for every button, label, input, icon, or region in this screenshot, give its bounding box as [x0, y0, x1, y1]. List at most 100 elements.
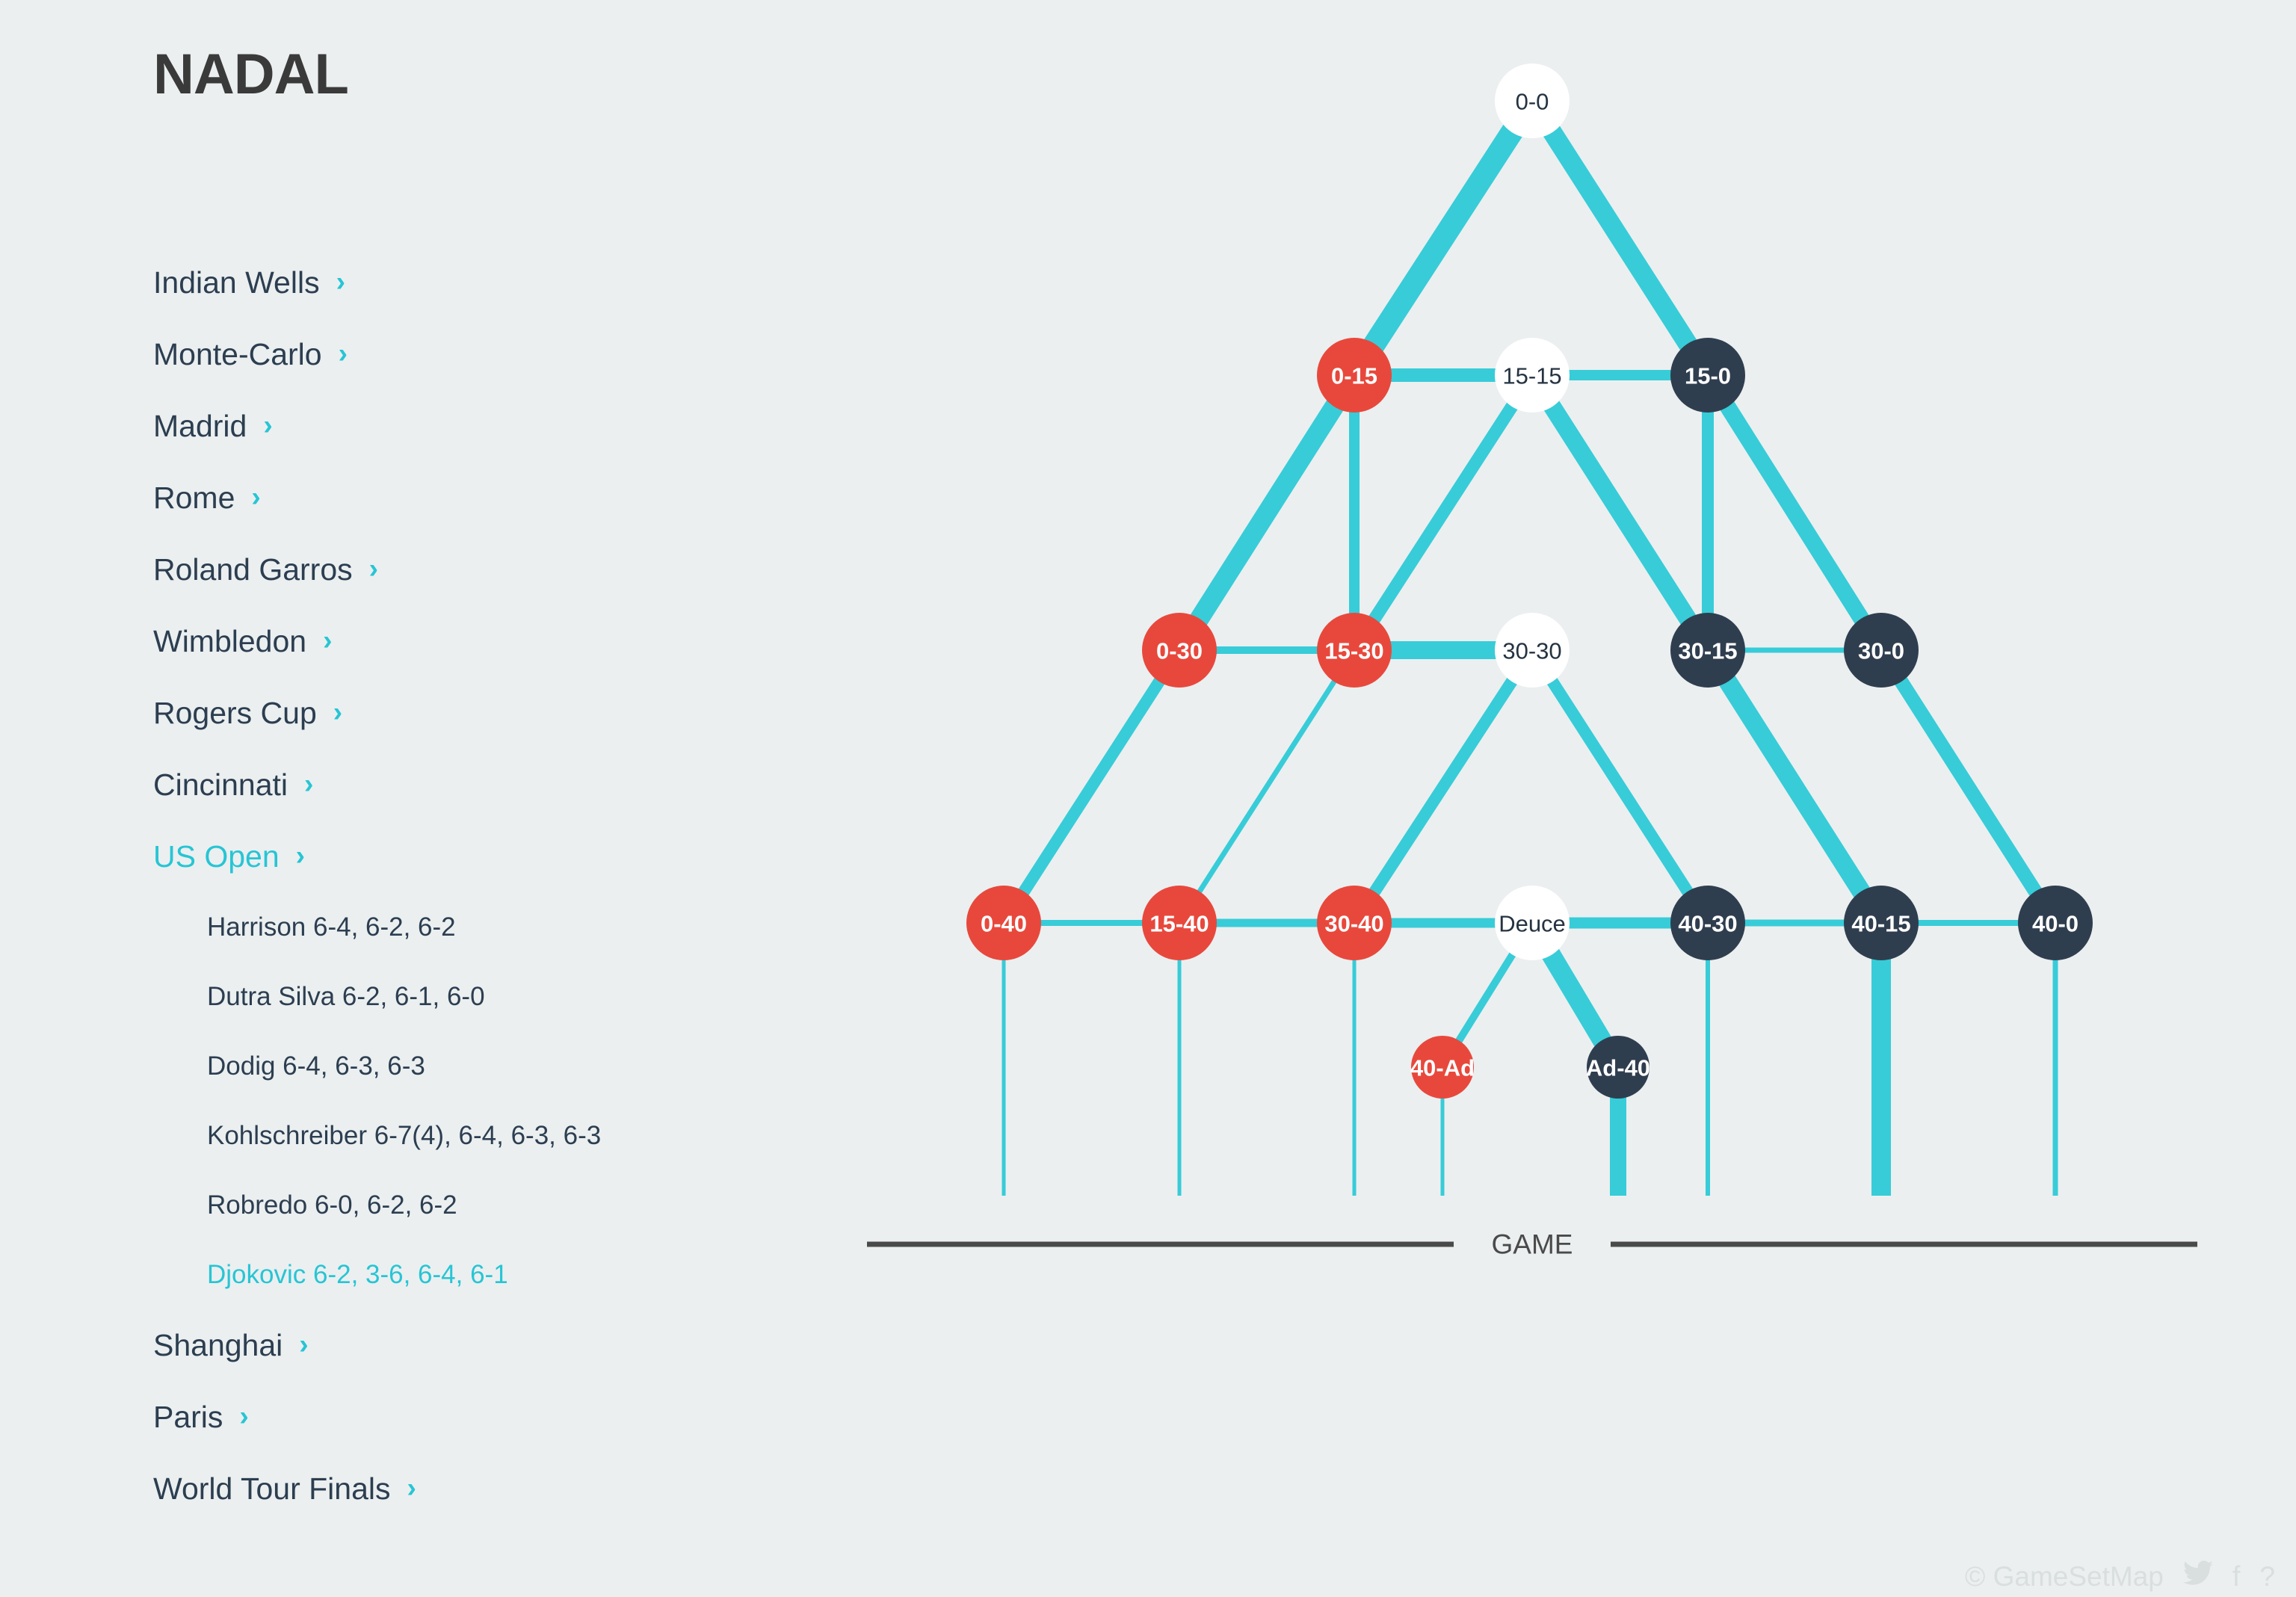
- flow-edge: [1700, 645, 1889, 928]
- flow-edge: [1700, 371, 1889, 655]
- flow-edge: [1524, 370, 1716, 655]
- score-node-circle: [966, 886, 1041, 960]
- nav-item-label: Monte-Carlo: [153, 336, 322, 371]
- facebook-icon[interactable]: f: [2232, 1560, 2241, 1593]
- nav-item-roland-garros[interactable]: Roland Garros ›: [153, 534, 826, 605]
- nav-item-label: Rogers Cup: [153, 695, 317, 730]
- nav-item-label: World Tour Finals: [153, 1471, 391, 1506]
- score-node-circle: [1317, 886, 1392, 960]
- score-node-circle: [1670, 886, 1745, 960]
- node-layer: 0-0 0-15 15-15 15-0 0-30 15-30 30-30 30-15 30-0 0…: [966, 64, 2093, 1099]
- chevron-right-icon: ›: [407, 1471, 416, 1503]
- nav-item-wimbledon[interactable]: Wimbledon ›: [153, 605, 826, 677]
- nav-item-paris[interactable]: Paris›: [153, 1381, 826, 1453]
- twitter-bird-glyph: [2182, 1560, 2213, 1585]
- score-node-circle: [1142, 886, 1217, 960]
- match-item[interactable]: Harrison 6-4, 6-2, 6-2: [207, 912, 456, 942]
- score-node-0-30[interactable]: 0-30: [1142, 613, 1217, 688]
- score-node-30-0[interactable]: 30-0: [1844, 613, 1919, 688]
- score-node-circle: [1495, 338, 1570, 413]
- sidebar: NADAL Indian Wells›Monte-Carlo›Madrid›Ro…: [0, 0, 860, 1597]
- score-node-40-ad[interactable]: 40-Ad: [1410, 1036, 1475, 1099]
- score-node-circle: [1670, 338, 1745, 413]
- score-node-circle: [1495, 64, 1570, 138]
- score-node-circle: [1495, 613, 1570, 688]
- score-node-15-30[interactable]: 15-30: [1317, 613, 1392, 688]
- score-node-circle: [1495, 886, 1570, 960]
- nav-item-us-open[interactable]: US Open ›: [153, 821, 826, 892]
- score-node-0-0[interactable]: 0-0: [1495, 64, 1570, 138]
- chevron-right-icon: ›: [299, 1328, 309, 1359]
- nav-item-cincinnati[interactable]: Cincinnati ›: [153, 749, 826, 821]
- score-node-30-15[interactable]: 30-15: [1670, 613, 1745, 688]
- help-icon[interactable]: ?: [2259, 1560, 2275, 1592]
- chevron-right-icon: ›: [368, 552, 378, 584]
- score-node-0-15[interactable]: 0-15: [1317, 338, 1392, 413]
- score-node-0-40[interactable]: 0-40: [966, 886, 1041, 960]
- flow-edge: [1348, 371, 1538, 654]
- score-node-deuce[interactable]: Deuce: [1495, 886, 1570, 960]
- score-node-circle: [1411, 1036, 1474, 1099]
- match-item[interactable]: Djokovic 6-2, 3-6, 6-4, 6-1: [207, 1259, 508, 1289]
- game-drop-layer: [1002, 923, 2058, 1196]
- chevron-right-icon: ›: [336, 265, 345, 297]
- nav-item-indian-wells[interactable]: Indian Wells ›: [153, 247, 826, 318]
- chevron-right-icon: ›: [263, 409, 273, 440]
- chevron-right-icon: ›: [338, 337, 348, 368]
- score-node-15-15[interactable]: 15-15: [1495, 338, 1570, 413]
- flow-edge: [1177, 649, 1357, 924]
- nav-item-label: Madrid: [153, 408, 247, 443]
- game-axis-label: GAME: [1492, 1229, 1573, 1260]
- nav-item-rome[interactable]: Rome ›: [153, 462, 826, 534]
- nav-item-madrid[interactable]: Madrid ›: [153, 390, 826, 462]
- nav-item-rogers-cup[interactable]: Rogers Cup ›: [153, 677, 826, 749]
- flow-edge: [999, 646, 1185, 927]
- game-flow-diagram: GAME 0-0 0-15 15-15 15-0 0-30 15-30 30-30 30-15…: [860, 0, 2296, 1597]
- score-node-40-0[interactable]: 40-0: [2018, 886, 2093, 960]
- score-node-15-40[interactable]: 15-40: [1142, 886, 1217, 960]
- match-item[interactable]: Dodig 6-4, 6-3, 6-3: [207, 1051, 425, 1081]
- copyright-label: © GameSetMap: [1965, 1560, 2164, 1592]
- tournament-nav: Indian Wells›Monte-Carlo›Madrid›Rome›Rol…: [153, 247, 826, 1525]
- chevron-right-icon: ›: [251, 481, 261, 512]
- score-node-40-15[interactable]: 40-15: [1844, 886, 1919, 960]
- flow-edge: [1524, 95, 1716, 381]
- flow-edge: [1345, 94, 1542, 382]
- twitter-icon[interactable]: [2182, 1560, 2213, 1593]
- score-node-30-40[interactable]: 30-40: [1317, 886, 1392, 960]
- nav-item-world-tour-finals[interactable]: World Tour Finals ›: [153, 1453, 826, 1525]
- nav-item-shanghai[interactable]: Shanghai›: [153, 1309, 826, 1381]
- nav-item-label: Paris: [153, 1399, 223, 1434]
- chevron-right-icon: ›: [333, 696, 343, 727]
- nav-item-label: Cincinnati: [153, 767, 288, 802]
- chevron-right-icon: ›: [323, 624, 333, 655]
- match-item[interactable]: Dutra Silva 6-2, 6-1, 6-0: [207, 981, 485, 1011]
- flow-edge: [1527, 646, 1713, 927]
- score-node-circle: [1670, 613, 1745, 688]
- flow-edge: [1874, 646, 2062, 927]
- nav-item-label: Rome: [153, 480, 235, 515]
- nav-item-label: US Open: [153, 838, 280, 874]
- nav-item-label: Roland Garros: [153, 552, 353, 587]
- nav-item-label: Wimbledon: [153, 623, 307, 658]
- game-line-layer: GAME: [867, 1229, 2197, 1260]
- match-item[interactable]: Kohlschreiber 6-7(4), 6-4, 6-3, 6-3: [207, 1120, 602, 1150]
- flow-edge: [1171, 370, 1363, 655]
- score-node-15-0[interactable]: 15-0: [1670, 338, 1745, 413]
- score-node-circle: [1317, 613, 1392, 688]
- score-node-circle: [1844, 613, 1919, 688]
- score-node-30-30[interactable]: 30-30: [1495, 613, 1570, 688]
- chevron-right-icon: ›: [295, 839, 305, 871]
- match-item[interactable]: Robredo 6-0, 6-2, 6-2: [207, 1190, 457, 1220]
- score-node-circle: [2018, 886, 2093, 960]
- score-node-circle: [1587, 1036, 1650, 1099]
- score-flow-svg: GAME 0-0 0-15 15-15 15-0 0-30 15-30 30-30 30-15…: [867, 64, 2197, 1260]
- score-node-circle: [1317, 338, 1392, 413]
- flow-edge: [1349, 646, 1537, 927]
- nav-item-monte-carlo[interactable]: Monte-Carlo ›: [153, 318, 826, 390]
- score-node-40-30[interactable]: 40-30: [1670, 886, 1745, 960]
- chevron-right-icon: ›: [304, 767, 314, 799]
- nav-item-label: Indian Wells: [153, 265, 320, 300]
